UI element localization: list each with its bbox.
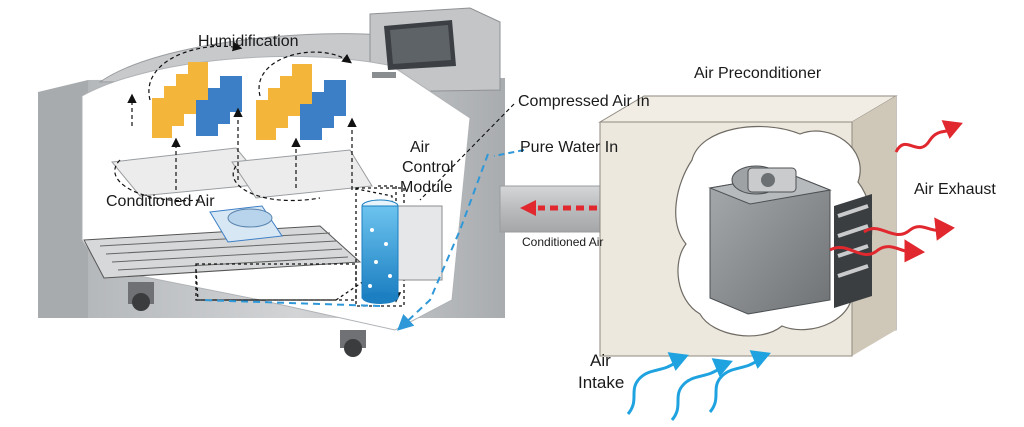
chamber-floor-rack-icon [83,205,362,279]
air-intake-label-line1: Air [590,351,611,370]
reservoir-tank-icon [361,199,399,304]
sample-panels-icon [152,62,346,140]
air-control-module-label-line1: Air [410,139,430,156]
air-exhaust-label: Air Exhaust [914,181,996,198]
compressed-air-leader [419,103,515,201]
humidification-flow-arrows [114,41,357,202]
air-control-module-label-line3: Module [400,179,453,196]
air-control-module-icon [355,187,443,307]
control-screen-icon [372,20,456,78]
air-preconditioner-label: Air Preconditioner [694,65,822,82]
air-intake-label-line2: Intake [578,373,624,392]
shelf-right-icon [231,149,373,199]
air-exhaust-arrows [829,120,963,263]
pure-water-in-label: Pure Water In [520,139,618,156]
air-control-module-label-line2: Control [402,159,454,176]
circulation-path [195,185,402,303]
compressed-air-in-label: Compressed Air In [518,93,650,110]
conditioned-air-duct-label: Conditioned Air [522,235,603,249]
pure-water-leader [493,149,525,157]
blower-unit-icon [708,165,872,315]
humidification-label: Humidification [198,33,298,50]
water-path [199,153,489,331]
air-intake-arrows [626,350,771,421]
conditioned-air-chamber-label: Conditioned Air [106,193,215,210]
